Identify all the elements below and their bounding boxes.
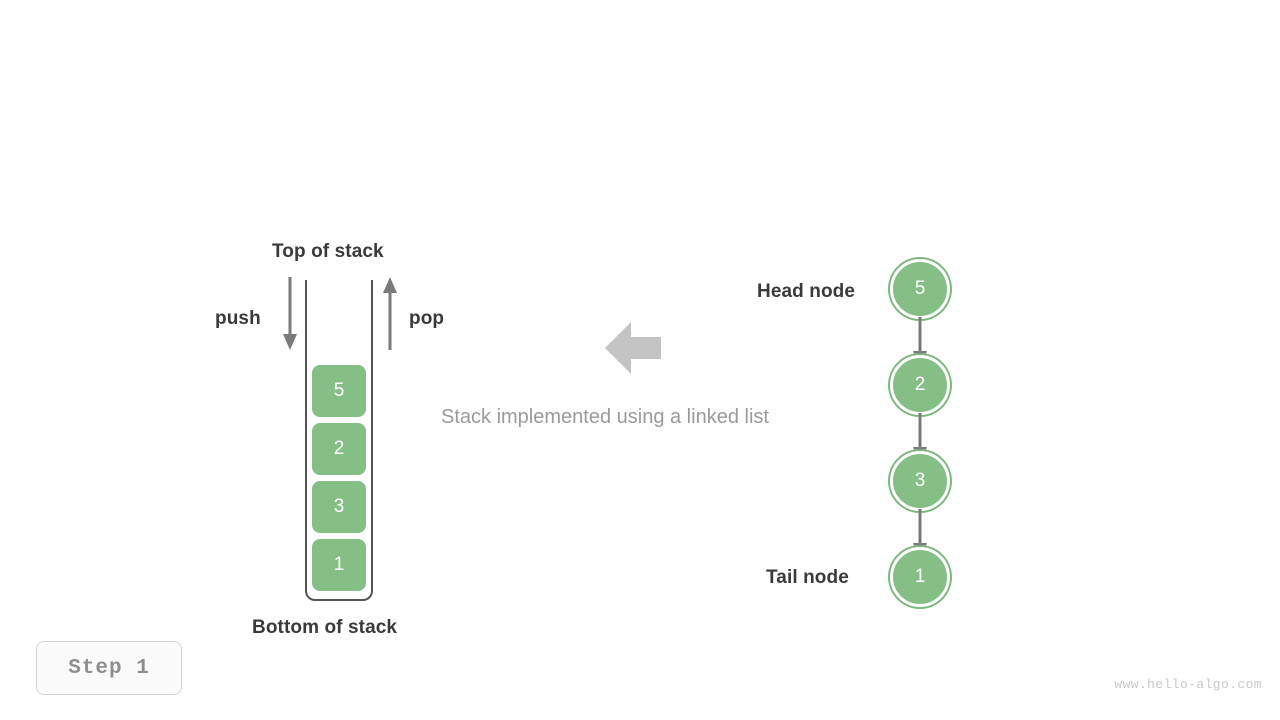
node-value: 2 — [914, 374, 926, 395]
stack-block-value: 2 — [333, 438, 345, 459]
stack-block-value: 3 — [333, 496, 345, 517]
watermark: www.hello-algo.com — [1114, 677, 1262, 692]
diagram-caption: Stack implemented using a linked list — [441, 406, 769, 428]
pop-label: pop — [409, 308, 445, 329]
push-arrow-down-icon — [283, 277, 297, 350]
step-badge: Step 1 — [36, 641, 182, 695]
arrow-left-block-icon — [605, 322, 661, 374]
node-value: 1 — [914, 566, 926, 587]
stack-block: 1 — [312, 539, 366, 591]
node-value: 5 — [914, 278, 926, 299]
stack-block: 2 — [312, 423, 366, 475]
node-value: 3 — [914, 470, 926, 491]
stack-block-value: 1 — [333, 554, 345, 575]
step-badge-text: Step 1 — [68, 656, 150, 680]
linked-list-node: 5 — [890, 259, 950, 319]
pop-arrow-up-icon — [383, 277, 397, 350]
top-of-stack-label: Top of stack — [272, 241, 384, 262]
stack-block-value: 5 — [333, 380, 345, 401]
tail-node-label: Tail node — [766, 567, 849, 588]
linked-list-node: 1 — [890, 547, 950, 607]
push-label: push — [215, 308, 261, 329]
stack-block: 3 — [312, 481, 366, 533]
bottom-of-stack-label: Bottom of stack — [252, 617, 398, 638]
stack-block: 5 — [312, 365, 366, 417]
linked-list-node: 2 — [890, 355, 950, 415]
head-node-label: Head node — [757, 281, 856, 302]
linked-list-node: 3 — [890, 451, 950, 511]
